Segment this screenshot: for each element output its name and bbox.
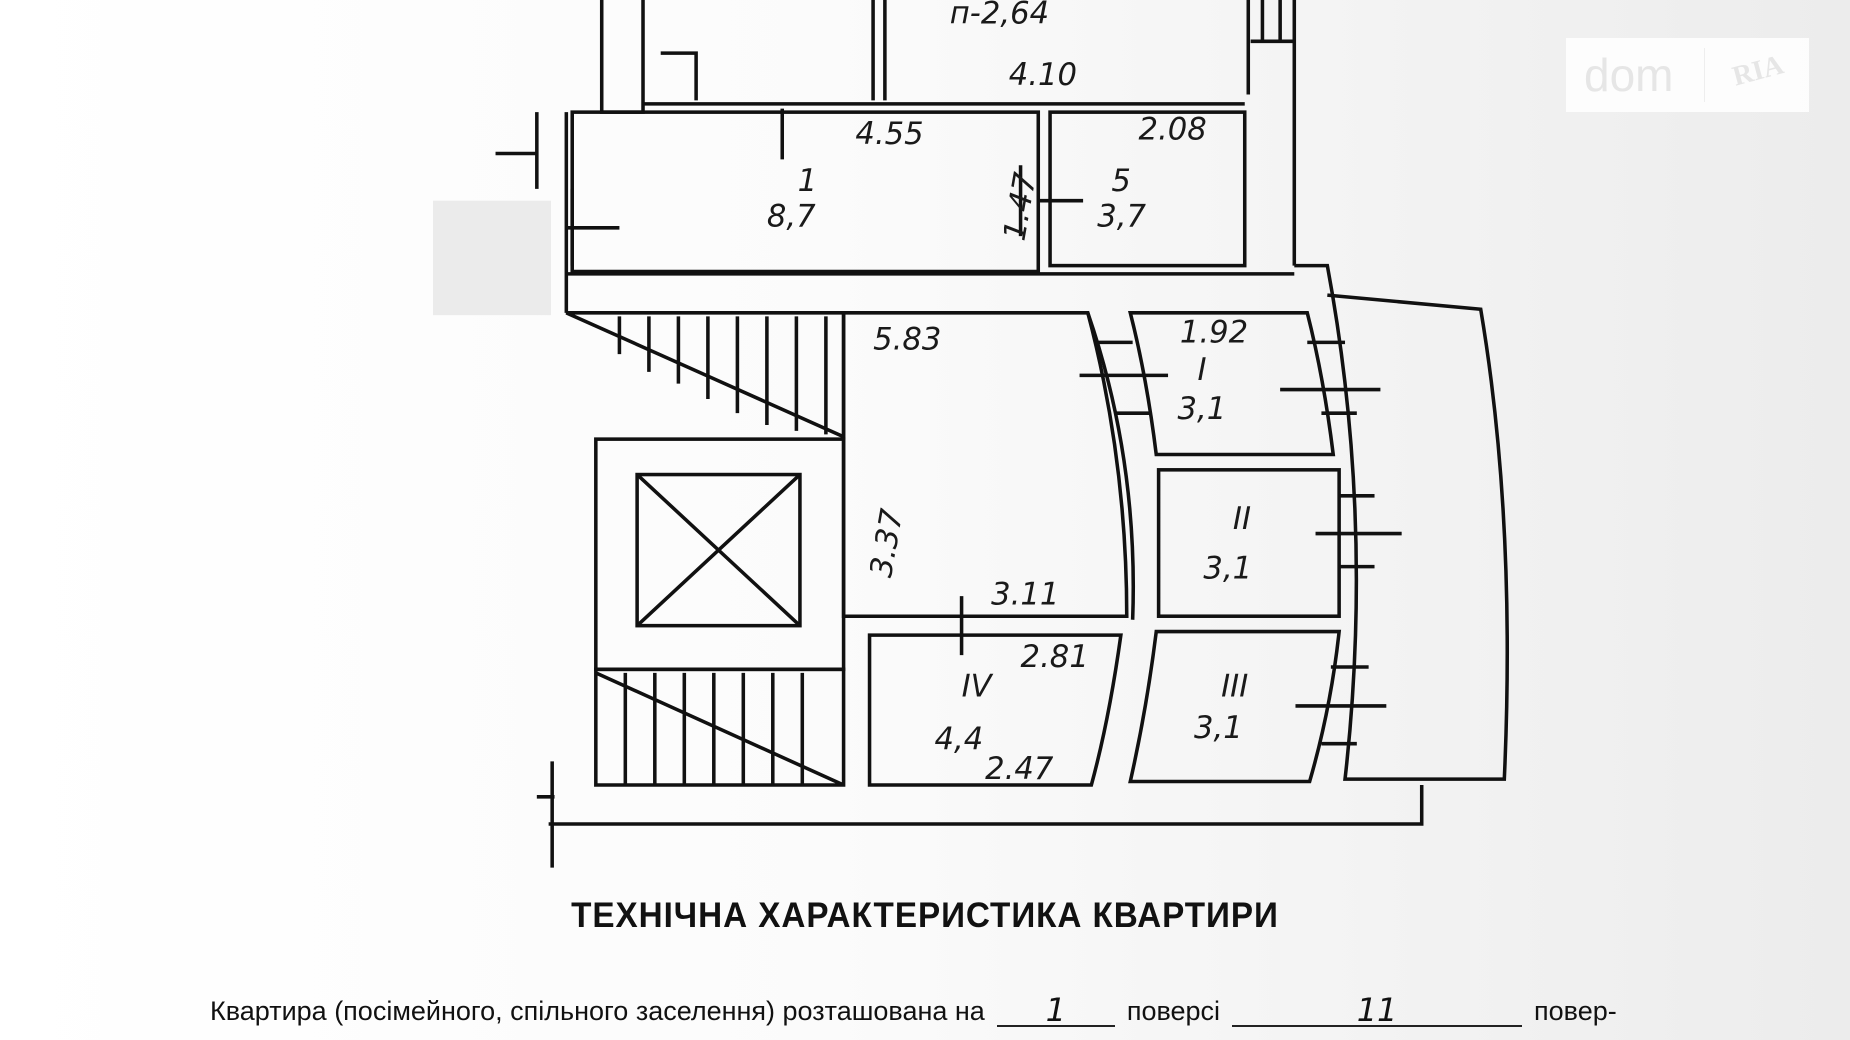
floors-total-value: 11 [1232, 994, 1523, 1027]
room-1-number: 1 [798, 164, 818, 199]
watermark-dom: dom [1566, 48, 1705, 102]
redaction-block [433, 200, 551, 316]
room-I-number: I [1198, 353, 1207, 388]
room-III-number: III [1221, 669, 1248, 704]
sentence-part3: повер- [1534, 996, 1617, 1026]
room-1-area: 8,7 [767, 200, 816, 235]
room-5-number: 5 [1111, 164, 1131, 199]
document-title: ТЕХНІЧНА ХАРАКТЕРИСТИКА КВАРТИРИ [571, 896, 1279, 935]
room-III-area: 3,1 [1194, 711, 1243, 746]
dim-4-10: 4.10 [1009, 58, 1077, 93]
apartment-sentence: Квартира (посімейного, спільного заселен… [210, 994, 1617, 1027]
room-I-area: 3,1 [1177, 392, 1226, 427]
dim-2-81: 2.81 [1021, 640, 1089, 675]
room-II-area: 3,1 [1203, 551, 1252, 586]
dim-3-37: 3.37 [864, 506, 910, 580]
sentence-part2: поверсі [1126, 996, 1221, 1026]
dim-3-11: 3.11 [991, 577, 1059, 612]
dim-5-83: 5.83 [873, 322, 941, 357]
dim-2-08: 2.08 [1139, 112, 1207, 147]
watermark-ria: RIA [1729, 49, 1787, 93]
dim-4-55: 4.55 [855, 117, 923, 152]
room-IV-number: IV [962, 669, 994, 704]
room-IV-area: 4,4 [934, 723, 983, 758]
dim-2-47: 2.47 [985, 752, 1054, 787]
room-5-area: 3,7 [1097, 200, 1146, 235]
floor-value: 1 [996, 994, 1115, 1027]
dim-top-partial: п-2,64 [950, 0, 1049, 32]
sentence-part1: Квартира (посімейного, спільного заселен… [210, 996, 985, 1026]
watermark-logo: dom RIA [1566, 38, 1809, 112]
dim-1-92: 1.92 [1180, 315, 1248, 350]
room-II-number: II [1233, 502, 1251, 537]
